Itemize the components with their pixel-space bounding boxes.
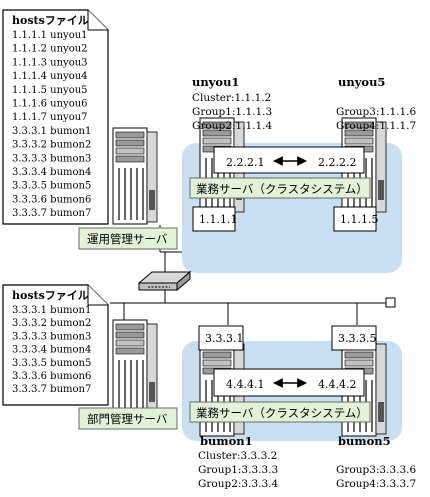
hosts-file-title: hostsファイル bbox=[12, 14, 89, 27]
cluster-label: 業務サーバ（クラスタシステム） bbox=[196, 182, 368, 196]
node1-ip: 3.3.3.1 bbox=[205, 332, 243, 345]
node2-ip-box bbox=[331, 325, 377, 351]
hosts-file-entry: 1.1.1.3 unyou3 bbox=[12, 57, 88, 68]
management-server-label: 部門管理サーバ bbox=[87, 412, 168, 426]
network-switch-icon bbox=[137, 270, 192, 292]
node1-ip-box bbox=[192, 206, 236, 232]
hosts-file-entry: 3.3.3.7 bumon7 bbox=[12, 208, 91, 219]
node1-info: Group1:1.1.1.3 bbox=[192, 106, 272, 118]
management-server-label-box bbox=[78, 227, 178, 250]
node1-name: unyou1 bbox=[192, 75, 239, 89]
cluster-label-box bbox=[189, 177, 371, 199]
hosts-file-entry: 3.3.3.5 bumon5 bbox=[12, 181, 91, 192]
hosts-file-entry: 3.3.3.2 bumon2 bbox=[12, 140, 91, 151]
node2-ip: 1.1.1.5 bbox=[340, 213, 378, 226]
hosts-file-entry: 3.3.3.3 bumon3 bbox=[12, 331, 91, 342]
node1-name: bumon1 bbox=[200, 434, 253, 448]
node2-ip-box bbox=[333, 206, 377, 232]
hosts-file-entry: 3.3.3.5 bumon5 bbox=[12, 358, 91, 369]
hosts-file-entry: 1.1.1.5 unyou5 bbox=[12, 85, 88, 96]
hosts-file-lines: 3.3.3.1 bumon1 3.3.3.2 bumon2 3.3.3.3 bumo… bbox=[12, 305, 91, 395]
hosts-file-entry: 3.3.3.6 bumon6 bbox=[12, 194, 91, 205]
hosts-file-document bbox=[2, 284, 109, 406]
node1-info: Group1:3.3.3.3 bbox=[198, 464, 278, 476]
management-server-icon bbox=[112, 319, 158, 417]
node2-info: Group3:3.3.3.6 bbox=[336, 464, 416, 476]
hosts-file-title: hostsファイル bbox=[12, 289, 89, 302]
hosts-file-entry: 3.3.3.3 bumon3 bbox=[12, 153, 91, 164]
hosts-file-entry: 3.3.3.1 bumon1 bbox=[12, 305, 91, 316]
hosts-file-entry: 1.1.1.1 unyou1 bbox=[12, 30, 88, 41]
hosts-file-entry: 1.1.1.2 unyou2 bbox=[12, 44, 88, 55]
lower-section: 3.3.3.1 3.3.3.5 4.4.4.1 4.4.4.2 業務サーバ（クラ… bbox=[2, 284, 416, 490]
node2-info: Group4:3.3.3.7 bbox=[336, 478, 416, 490]
node1-ip: 1.1.1.1 bbox=[199, 213, 237, 226]
cluster-label: 業務サーバ（クラスタシステム） bbox=[196, 406, 368, 420]
management-server-label-box bbox=[78, 407, 178, 430]
document-fold bbox=[87, 285, 108, 306]
interconnect-ip-right: 2.2.2.2 bbox=[318, 156, 356, 169]
node2-ip: 3.3.3.5 bbox=[338, 332, 376, 345]
network-terminator bbox=[385, 297, 396, 308]
node1-ip-box bbox=[198, 325, 244, 351]
node1-info: Cluster:3.3.3.2 bbox=[198, 450, 277, 462]
hosts-file-entry: 1.1.1.4 unyou4 bbox=[12, 71, 88, 82]
interconnect-ip-left: 4.4.4.1 bbox=[226, 378, 264, 391]
management-server-icon bbox=[112, 127, 158, 225]
hosts-file-lines: 1.1.1.1 unyou1 1.1.1.2 unyou2 1.1.1.3 unyo… bbox=[12, 30, 91, 219]
management-server-label: 運用管理サーバ bbox=[87, 232, 168, 246]
node2-info: Group4:1.1.1.7 bbox=[336, 120, 416, 132]
hosts-file-entry: 1.1.1.6 unyou6 bbox=[12, 99, 88, 110]
node2-info: Group3:1.1.1.6 bbox=[336, 106, 416, 118]
node2-name: bumon5 bbox=[338, 434, 391, 448]
hosts-file-entry: 3.3.3.2 bumon2 bbox=[12, 318, 91, 329]
hosts-file-document bbox=[2, 9, 109, 225]
document-fold bbox=[87, 10, 108, 31]
hosts-file-entry: 1.1.1.7 unyou7 bbox=[12, 112, 88, 123]
interconnect-ip-right: 4.4.4.2 bbox=[318, 378, 356, 391]
interconnect-ip-left: 2.2.2.1 bbox=[226, 156, 264, 169]
node2-name: unyou5 bbox=[338, 75, 385, 89]
hosts-file-entry: 3.3.3.4 bumon4 bbox=[12, 167, 91, 178]
hosts-file-entry: 3.3.3.6 bumon6 bbox=[12, 371, 91, 382]
upper-section: 2.2.2.1 2.2.2.2 業務サーバ（クラスタシステム） 1.1.1.1 … bbox=[2, 9, 416, 278]
hosts-file-entry: 3.3.3.1 bumon1 bbox=[12, 126, 91, 137]
cluster-label-box bbox=[189, 401, 371, 423]
hosts-file-entry: 3.3.3.4 bumon4 bbox=[12, 345, 91, 356]
node1-info: Cluster:1.1.1.2 bbox=[192, 92, 271, 104]
hosts-file-entry: 3.3.3.7 bumon7 bbox=[12, 384, 91, 395]
node1-info: Group2:3.3.3.4 bbox=[198, 478, 278, 490]
node1-info: Group2:1.1.1.4 bbox=[192, 120, 272, 132]
